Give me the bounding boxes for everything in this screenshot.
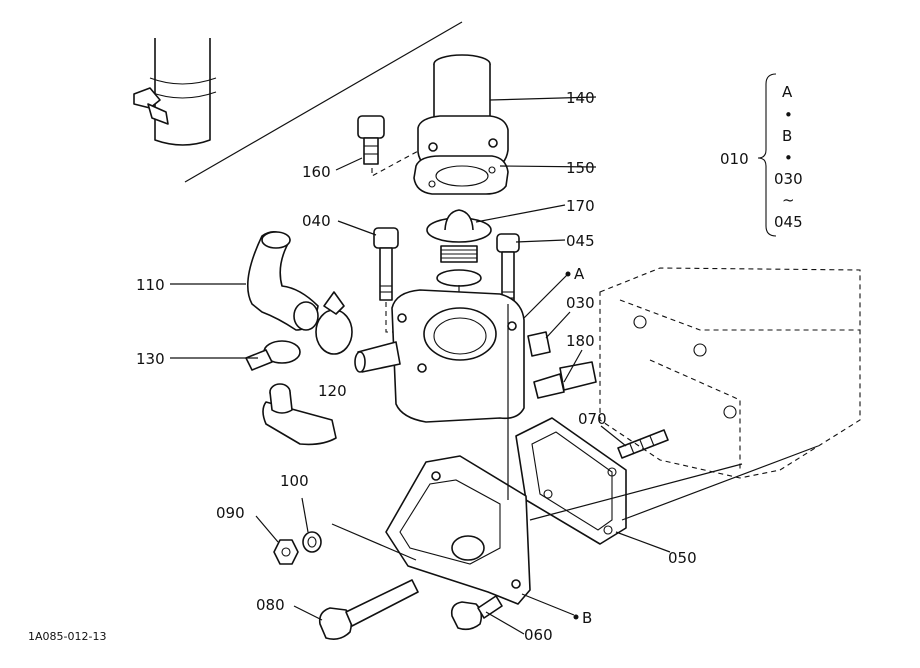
part-110-hose (246, 231, 319, 331)
callout-080: 080 (256, 596, 285, 614)
thermostat-housing (354, 289, 525, 423)
callout-a: A (574, 265, 585, 283)
callout-110: 110 (136, 276, 165, 294)
part-130-clamp (245, 340, 301, 371)
legend-item-7: 045 (774, 213, 803, 231)
callout-060: 060 (524, 626, 553, 644)
point-a-dot (565, 271, 571, 277)
part-060-bolt (450, 595, 503, 631)
callout-045: 045 (566, 232, 595, 250)
hose-clamp-upper (315, 291, 353, 355)
upper-hose-clamp (133, 38, 217, 146)
cylinder-head (599, 267, 861, 479)
callout-150: 150 (566, 159, 595, 177)
legend-item-5: 030 (774, 170, 803, 188)
callout-140: 140 (566, 89, 595, 107)
callout-070: 070 (578, 410, 607, 428)
legend-item-4: • (784, 149, 793, 167)
callout-180: 180 (566, 332, 595, 350)
legend-group: 010 A • B • 030 ~ 045 (720, 73, 803, 237)
callout-030: 030 (566, 294, 595, 312)
part-070-stud (617, 429, 669, 459)
part-160-bolt (357, 115, 421, 177)
part-100-washer (302, 531, 322, 553)
callout-160: 160 (302, 163, 331, 181)
callout-050: 050 (668, 549, 697, 567)
legend-item-6: ~ (782, 191, 795, 209)
part-050-gasket (515, 417, 627, 545)
callout-090: 090 (216, 504, 245, 522)
part-120-pipe (262, 383, 337, 446)
callout-120: 120 (318, 382, 347, 400)
legend-group-id: 010 (720, 150, 749, 168)
figure-code: 1A085-012-13 (28, 630, 106, 643)
part-150-gasket (413, 155, 509, 195)
part-045-bolt (496, 233, 520, 322)
leader-lines (170, 96, 819, 635)
part-080-bolt (318, 579, 419, 640)
part-030-plug (527, 331, 551, 357)
callout-170: 170 (566, 197, 595, 215)
separator-line (184, 21, 463, 183)
part-140-water-flange (417, 54, 509, 171)
part-090-nut (273, 539, 299, 565)
part-180-sensor (533, 361, 597, 399)
callout-100: 100 (280, 472, 309, 490)
part-040-bolt (373, 227, 412, 333)
legend-item-1: A (782, 83, 793, 101)
callout-130: 130 (136, 350, 165, 368)
callout-040: 040 (302, 212, 331, 230)
lower-housing (385, 455, 531, 605)
callout-b: B (582, 609, 592, 627)
legend-item-3: B (782, 127, 792, 145)
legend-item-2: • (784, 106, 793, 124)
point-b-dot (573, 614, 579, 620)
